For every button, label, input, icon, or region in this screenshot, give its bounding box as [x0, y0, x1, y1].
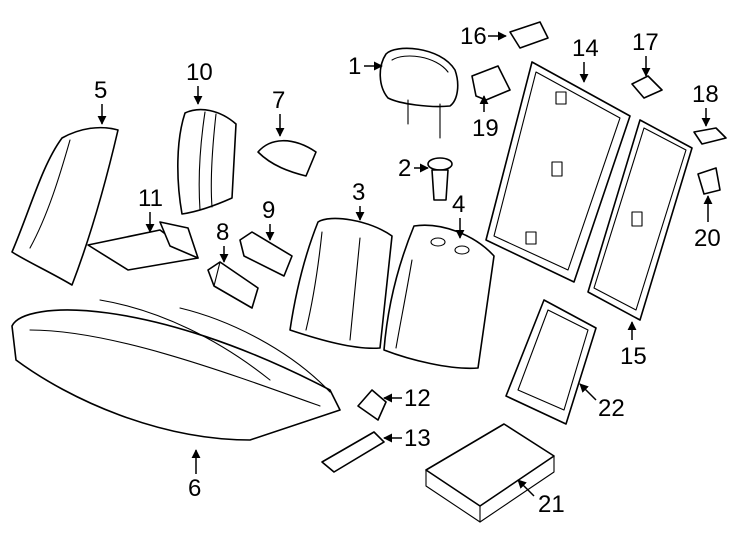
- callout-20: 20: [694, 195, 721, 252]
- callout-5: 5: [94, 77, 107, 125]
- callout-4: 4: [452, 191, 465, 239]
- part-8-block: [207, 261, 259, 309]
- svg-text:4: 4: [452, 191, 465, 218]
- callout-17: 17: [632, 29, 659, 77]
- callout-16: 16: [460, 23, 507, 50]
- svg-text:22: 22: [598, 395, 625, 422]
- callout-19: 19: [472, 95, 499, 142]
- svg-text:9: 9: [262, 197, 275, 224]
- callout-15: 15: [620, 321, 647, 370]
- callout-6: 6: [188, 449, 201, 502]
- svg-text:8: 8: [216, 219, 229, 246]
- part-1-headrest: [379, 47, 459, 139]
- callout-11: 11: [138, 185, 163, 233]
- callout-22: 22: [579, 383, 625, 422]
- svg-text:1: 1: [348, 53, 361, 80]
- part-22-frame: [505, 299, 597, 425]
- svg-text:13: 13: [404, 425, 431, 452]
- part-7-pad: [257, 140, 317, 177]
- svg-text:7: 7: [272, 87, 285, 114]
- part-16-clip: [509, 21, 549, 49]
- part-11-panel: [87, 221, 199, 271]
- part-5-side-bolster: [11, 126, 119, 286]
- svg-text:14: 14: [572, 35, 599, 62]
- svg-text:19: 19: [472, 115, 499, 142]
- svg-text:3: 3: [352, 179, 365, 206]
- svg-text:5: 5: [94, 77, 107, 104]
- part-10-backrest-trim: [177, 108, 237, 215]
- callout-8: 8: [216, 219, 229, 263]
- svg-text:18: 18: [692, 81, 719, 108]
- svg-text:10: 10: [186, 59, 213, 86]
- callout-9: 9: [262, 197, 275, 241]
- svg-text:17: 17: [632, 29, 659, 56]
- part-12-clip: [357, 389, 387, 421]
- part-20-bracket: [697, 167, 721, 195]
- svg-text:16: 16: [460, 23, 487, 50]
- part-19-bracket: [471, 65, 511, 101]
- callout-21: 21: [517, 479, 565, 518]
- svg-text:12: 12: [404, 385, 431, 412]
- callout-2: 2: [398, 155, 429, 182]
- svg-text:11: 11: [138, 185, 163, 212]
- callout-12: 12: [383, 385, 431, 412]
- callout-7: 7: [272, 87, 285, 137]
- part-6-seat-cushion: [11, 299, 341, 441]
- svg-text:6: 6: [188, 475, 201, 502]
- callout-18: 18: [692, 81, 719, 127]
- svg-text:21: 21: [538, 491, 565, 518]
- part-21-armrest: [425, 423, 555, 523]
- svg-text:2: 2: [398, 155, 411, 182]
- callout-14: 14: [572, 35, 599, 83]
- callout-3: 3: [352, 179, 365, 221]
- svg-text:20: 20: [694, 225, 721, 252]
- part-17-clip: [631, 75, 663, 99]
- part-4-backrest: [383, 224, 495, 370]
- part-9-cover: [239, 231, 293, 277]
- part-15-back-panel: [587, 119, 693, 321]
- callout-10: 10: [186, 59, 213, 105]
- callout-1: 1: [348, 53, 383, 80]
- callout-13: 13: [383, 425, 431, 452]
- part-18-clip: [693, 127, 727, 145]
- part-13-strip: [321, 431, 385, 473]
- part-2-pin: [427, 157, 453, 201]
- svg-text:15: 15: [620, 343, 647, 370]
- part-3-backrest: [289, 217, 393, 350]
- part-14-back-panel: [485, 61, 631, 283]
